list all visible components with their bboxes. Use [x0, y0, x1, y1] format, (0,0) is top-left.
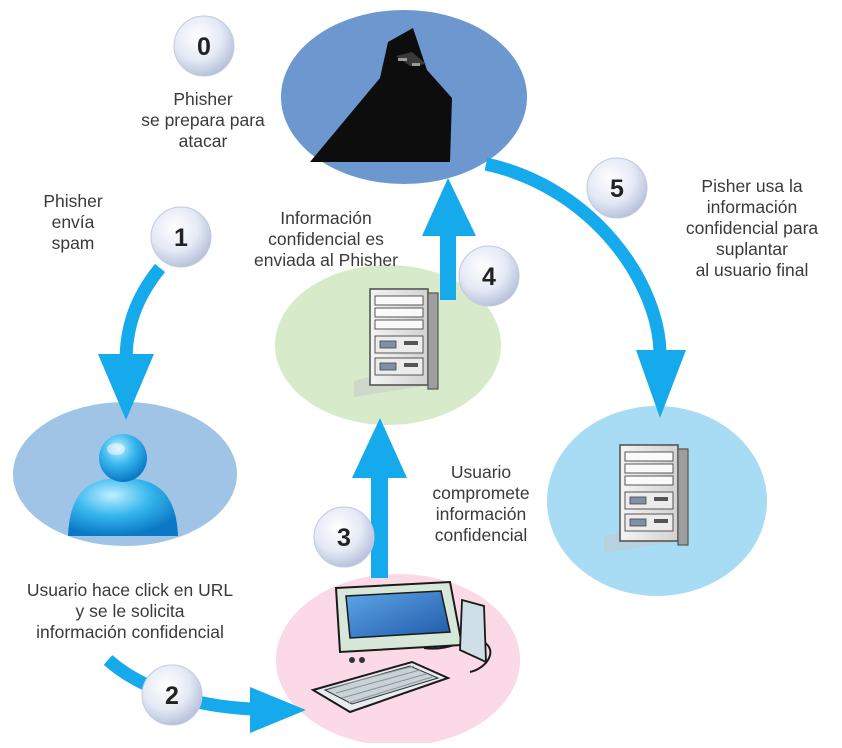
arrow-step-4 [440, 222, 456, 300]
label-line: y se le solicita [75, 601, 185, 621]
step-number: 5 [610, 175, 624, 203]
label-line: compromete [432, 483, 530, 503]
user-silhouette-icon [68, 434, 178, 536]
arrow-head-step-3 [352, 418, 407, 478]
label-line: confidencial es [268, 229, 384, 249]
label-line: Pisher usa la [701, 176, 803, 196]
step-number: 2 [165, 682, 179, 710]
arrow-head-step-2 [250, 687, 306, 733]
label-line: enviada al Phisher [254, 250, 398, 270]
label-line: al usuario final [695, 260, 809, 280]
desktop-computer-icon [310, 580, 492, 714]
step-4-label: Información confidencial es enviada al P… [236, 208, 416, 271]
label-line: Phisher [43, 191, 103, 211]
label-line: se prepara para [141, 110, 265, 130]
label-line: envía [51, 212, 95, 232]
arrow-head-step-1 [98, 354, 154, 420]
step-2-label: Usuario hace click en URL y se le solici… [0, 580, 260, 643]
arrow-step-1 [119, 263, 166, 363]
label-line: información confidencial [36, 622, 224, 642]
arrow-head-step-4 [422, 178, 476, 236]
step-number: 0 [197, 33, 211, 61]
arrow-step-5 [484, 157, 667, 356]
label-line: Usuario [450, 462, 512, 482]
arrow-step-3 [371, 470, 388, 578]
step-5-label: Pisher usa la información confidencial p… [664, 176, 840, 281]
label-line: Información [280, 208, 372, 228]
label-line: Usuario hace click en URL [26, 580, 234, 600]
label-line: suplantar [716, 239, 788, 259]
label-line: confidencial [434, 525, 528, 545]
label-line: confidencial para [685, 218, 819, 238]
label-line: atacar [178, 131, 228, 151]
step-number: 1 [174, 224, 188, 252]
flow-arrows [98, 157, 686, 733]
step-1-label: Phisher envía spam [18, 191, 128, 254]
label-line: información [435, 504, 527, 524]
arrow-head-step-5 [636, 350, 686, 418]
label-line: información [706, 197, 798, 217]
step-number: 4 [482, 263, 496, 291]
step-number: 3 [337, 524, 351, 552]
label-line: Phisher [173, 89, 233, 109]
label-line: spam [51, 233, 95, 253]
step-3-label: Usuario compromete información confidenc… [418, 462, 544, 546]
step-0-label: Phisher se prepara para atacar [98, 89, 308, 152]
hooded-phisher-icon [310, 28, 452, 162]
